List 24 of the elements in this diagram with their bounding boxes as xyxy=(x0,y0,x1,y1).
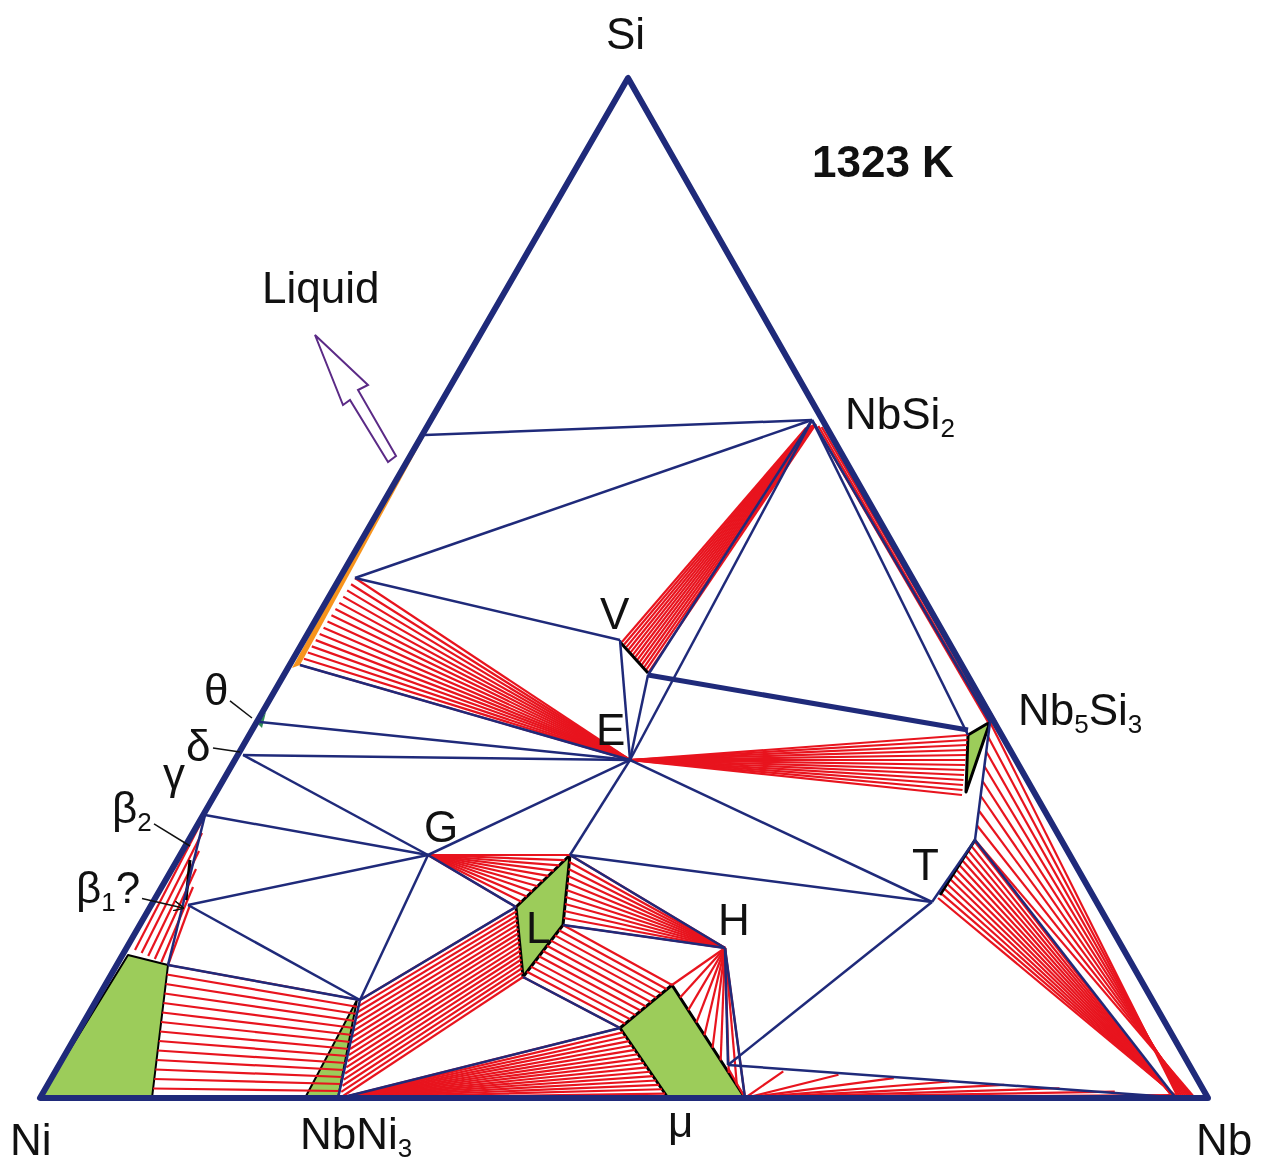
phase-label: G xyxy=(424,805,459,849)
phase-label: β$_{2}$ xyxy=(112,786,152,835)
phase-label: μ xyxy=(668,1100,694,1144)
leader-line xyxy=(229,700,253,719)
phase-label: E xyxy=(596,708,626,752)
phase-label: H xyxy=(718,898,750,942)
phase-label: θ xyxy=(204,668,229,712)
phase-label: Nb$_{5}$Si$_{3}$ xyxy=(1018,688,1143,737)
component-label: Nb xyxy=(1196,1118,1253,1162)
phase-label: T xyxy=(912,843,939,887)
leader-line xyxy=(141,897,185,912)
component-label: Ni xyxy=(10,1118,52,1162)
phase-label: V xyxy=(600,592,630,636)
phase-label: δ xyxy=(186,724,211,768)
phase-label: NbNi$_{3}$ xyxy=(300,1112,413,1161)
phase-label: L xyxy=(526,906,551,950)
component-label: Si xyxy=(606,12,646,56)
region-label: Liquid xyxy=(262,266,380,310)
temperature-label: 1323 K xyxy=(812,140,954,184)
phase-label: NbSi$_{2}$ xyxy=(845,392,955,441)
phase-label: β$_{1}$? xyxy=(76,866,141,915)
leader-line xyxy=(153,823,191,847)
leader-line xyxy=(212,747,241,753)
phase-label: γ xyxy=(163,752,185,796)
